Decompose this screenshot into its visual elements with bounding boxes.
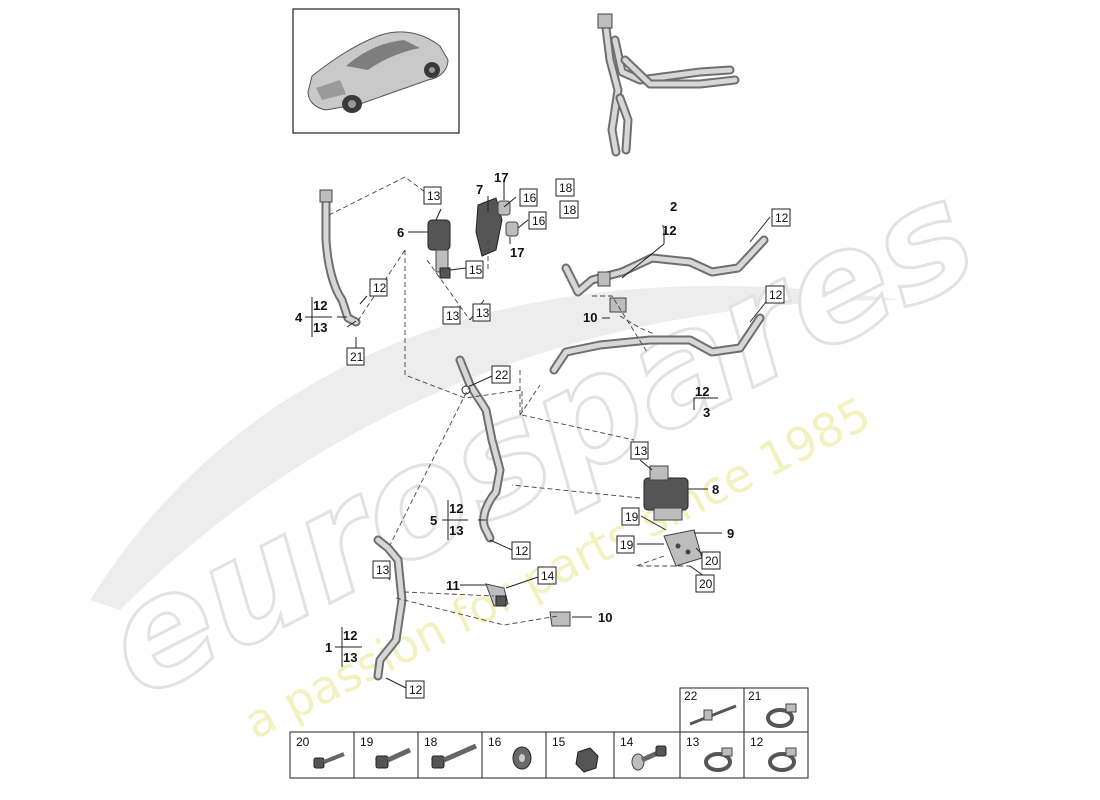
callout-9: 9: [727, 526, 734, 541]
ref-12-b: 12: [769, 288, 783, 302]
bracket-7: [475, 197, 503, 257]
callout-3: 3: [703, 405, 710, 420]
callout-5-13: 13: [449, 523, 463, 538]
pump-8: [643, 465, 689, 521]
callout-4-12: 12: [313, 298, 327, 313]
legend-13: 13: [686, 735, 700, 749]
legend-14: 14: [620, 735, 634, 749]
callout-8: 8: [712, 482, 719, 497]
ref-13-b: 13: [446, 309, 460, 323]
boxed-references: 13 16 18 16 18 15 12 12 12 21 13 13 22 1…: [346, 178, 791, 699]
callouts: 6 7 17 17 2 12 10 12 3 8 9 4 5 11 10 1 1…: [295, 170, 734, 665]
callout-5-12: 12: [449, 501, 463, 516]
legend-20: 20: [296, 735, 310, 749]
clamp-12-icon: [768, 747, 797, 772]
ref-15: 15: [469, 263, 483, 277]
screw-19-icon: [375, 747, 412, 769]
ref-18-a: 18: [559, 181, 573, 195]
ref-16-b: 16: [532, 214, 546, 228]
ref-19-a: 19: [625, 510, 639, 524]
ref-14: 14: [541, 569, 555, 583]
callout-3-12: 12: [695, 384, 709, 399]
legend-19: 19: [360, 735, 374, 749]
bolt-18-icon: [431, 743, 478, 769]
legend-21: 21: [748, 689, 762, 703]
washer-16-icon: [512, 746, 532, 770]
ref-16-a: 16: [523, 191, 537, 205]
ref-13-e: 13: [376, 563, 390, 577]
clamp-10-bottom: [549, 611, 571, 627]
screw-14-icon: [631, 745, 667, 771]
ref-21: 21: [350, 350, 364, 364]
valve-6: [427, 219, 451, 279]
callout-10-bottom: 10: [598, 610, 612, 625]
callout-1: 1: [325, 640, 332, 655]
callout-10-top: 10: [583, 310, 597, 325]
watermark: eurospares a passion for parts since 198…: [76, 145, 1003, 750]
ref-12-a: 12: [775, 211, 789, 225]
pipe-assembly-overview: [597, 13, 740, 157]
callout-17-bottom: 17: [510, 245, 524, 260]
ref-20-b: 20: [699, 577, 713, 591]
coolant-pipe-2: [561, 235, 769, 297]
callout-4: 4: [295, 310, 303, 325]
ref-19-b: 19: [620, 538, 634, 552]
callout-11: 11: [446, 578, 460, 593]
holder-11: [485, 583, 509, 607]
coolant-pipe-4: [319, 189, 361, 327]
callout-1-13: 13: [343, 650, 357, 665]
legend-12: 12: [750, 735, 764, 749]
ref-13-a: 13: [427, 189, 441, 203]
clamp-13-icon: [704, 747, 733, 772]
callout-4-13: 13: [313, 320, 327, 335]
ref-22: 22: [495, 368, 509, 382]
watermark-swoosh: [90, 285, 900, 610]
ref-20-a: 20: [705, 554, 719, 568]
coolant-pipe-1: [373, 535, 407, 681]
ref-12-c: 12: [373, 281, 387, 295]
hardware-legend: 22 21 20 19 18 16 15 14 13 12: [289, 687, 809, 779]
leader-lines: [305, 180, 771, 689]
legend-15: 15: [552, 735, 566, 749]
callout-1-12: 12: [343, 628, 357, 643]
screw-20-icon: [313, 752, 345, 769]
callout-2: 2: [670, 199, 677, 214]
ref-13-d: 13: [634, 444, 648, 458]
car-thumbnail: [292, 8, 460, 134]
callout-7: 7: [476, 182, 483, 197]
legend-22: 22: [684, 689, 698, 703]
callout-2-12: 12: [662, 223, 676, 238]
ref-12-d: 12: [515, 544, 529, 558]
nut-15-icon: [575, 747, 599, 773]
ref-13-c: 13: [476, 306, 490, 320]
callout-5: 5: [430, 513, 437, 528]
callout-6: 6: [397, 225, 404, 240]
legend-18: 18: [424, 735, 438, 749]
ref-18-b: 18: [563, 203, 577, 217]
coolant-pipe-3: [549, 297, 765, 375]
legend-16: 16: [488, 735, 502, 749]
callout-17-top: 17: [494, 170, 508, 185]
ref-12-e: 12: [409, 683, 423, 697]
